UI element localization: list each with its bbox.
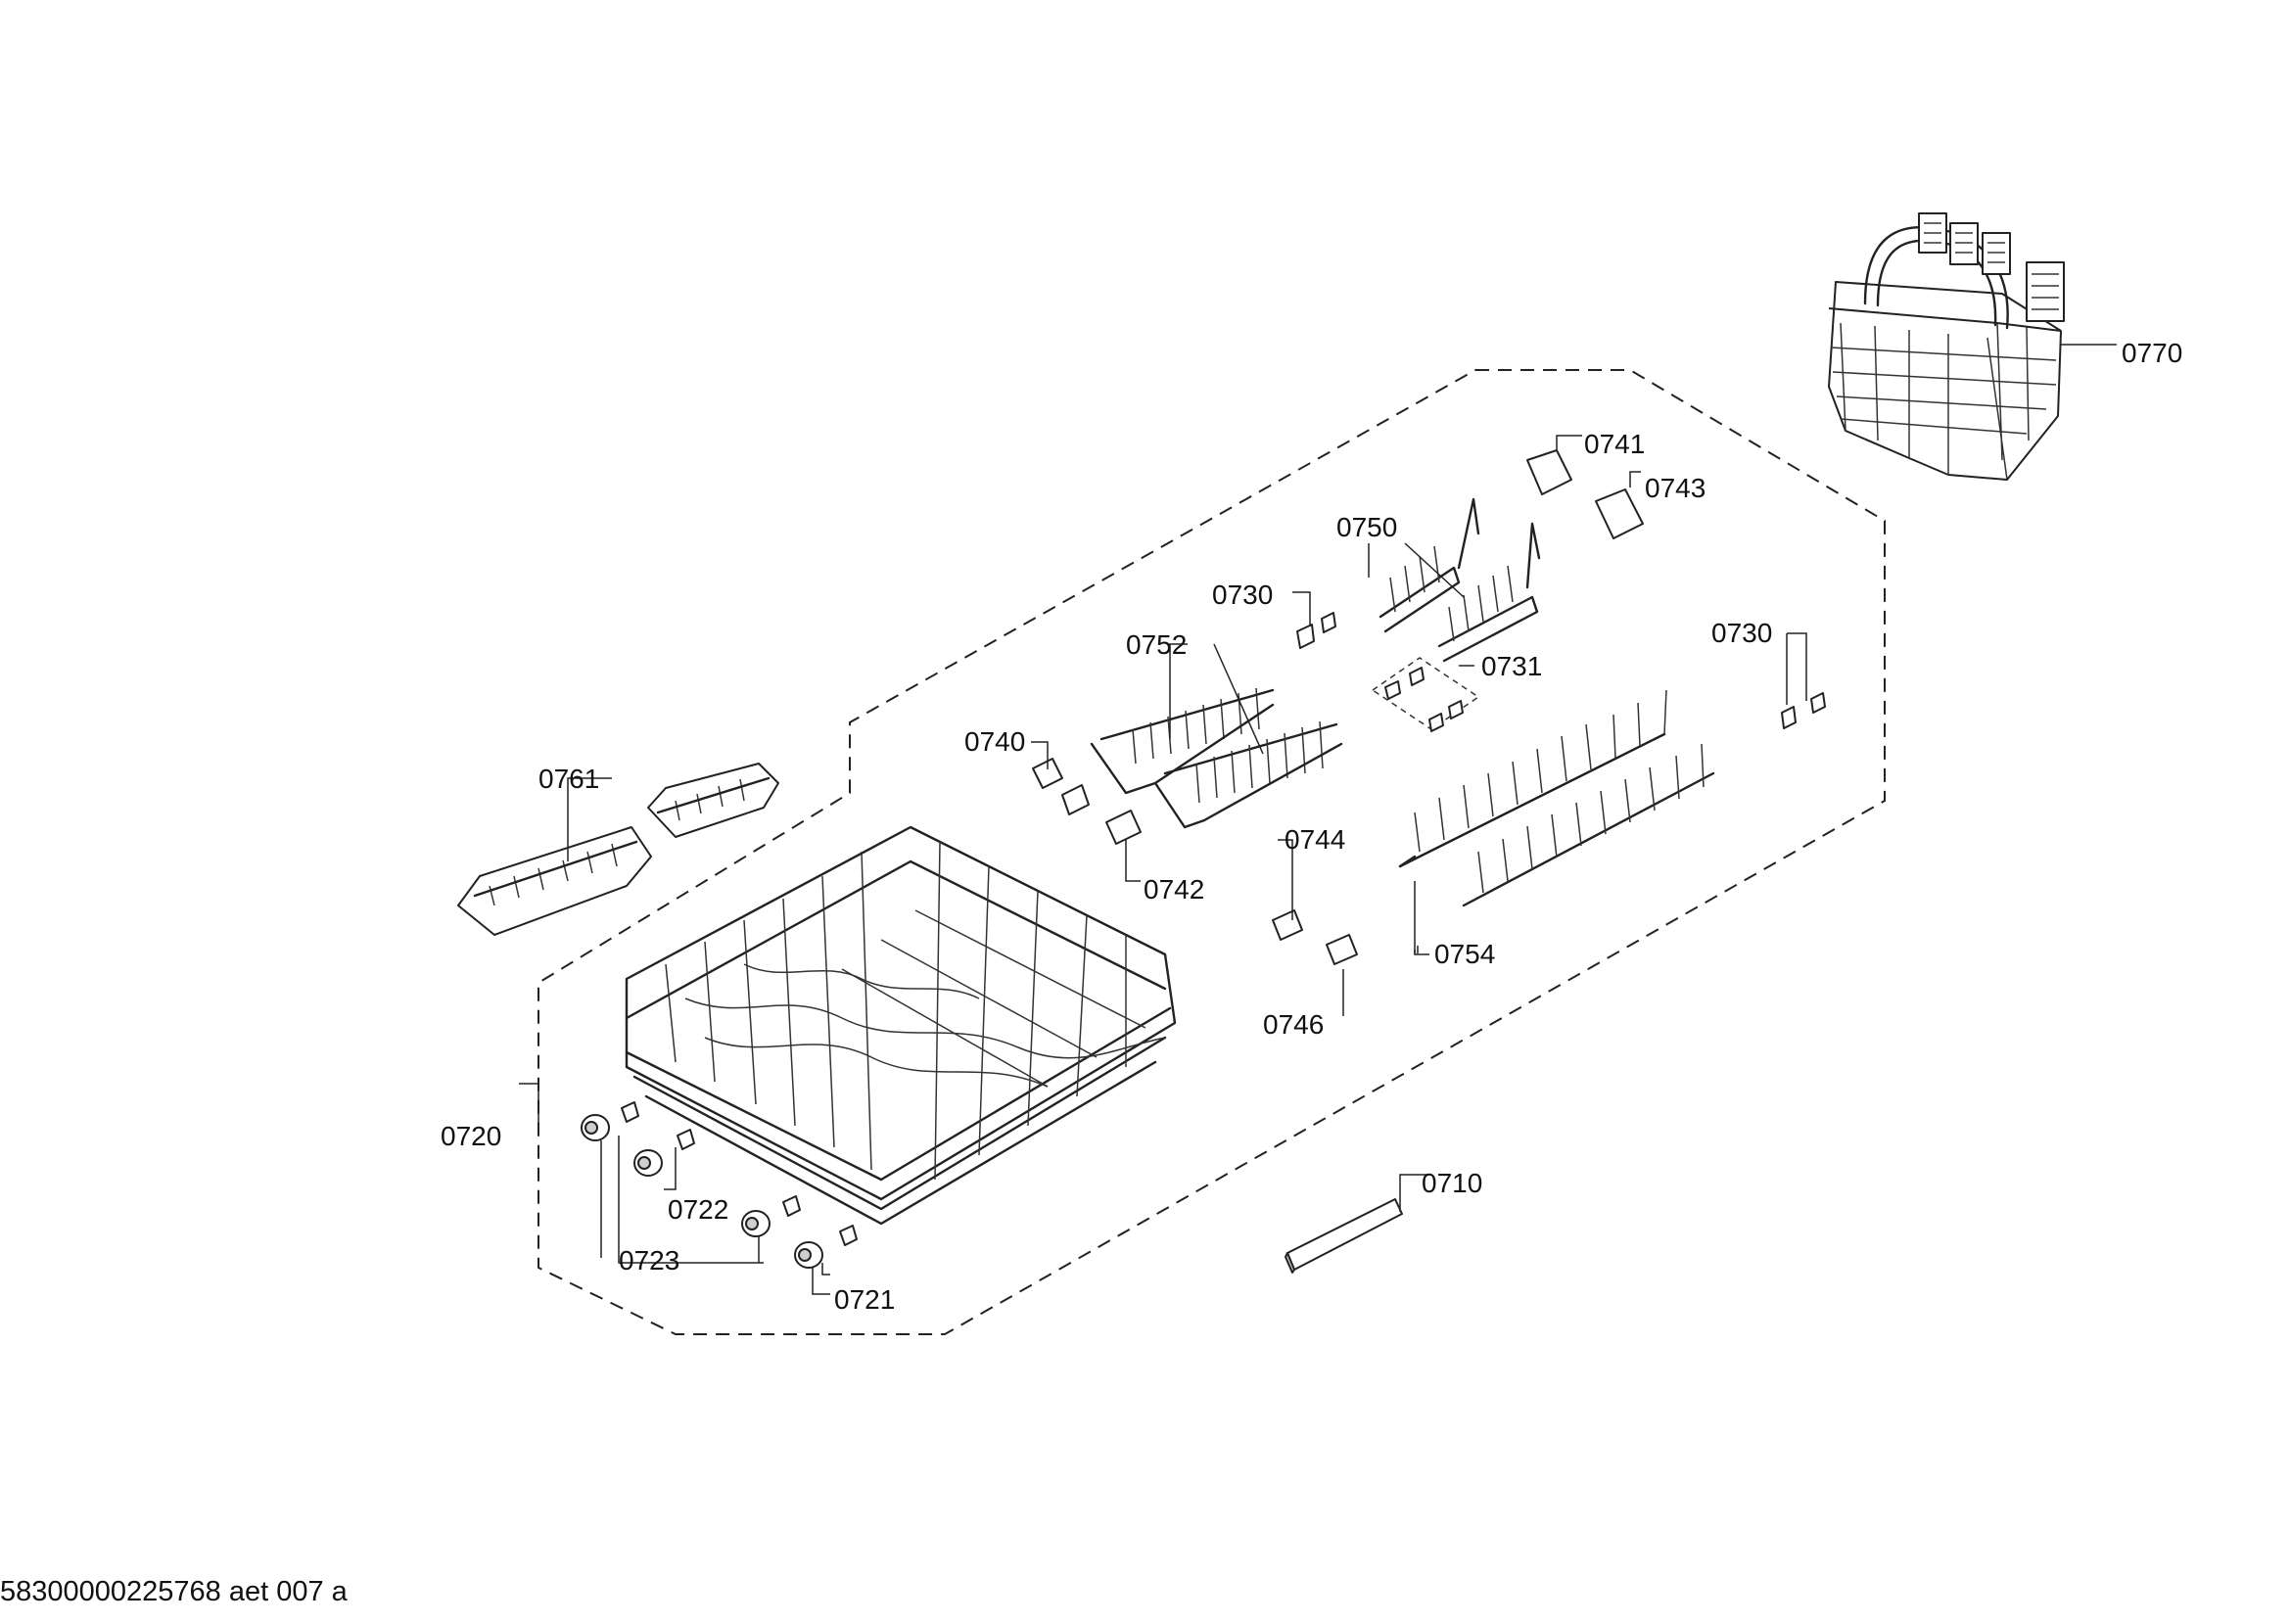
label-0741: 0741 (1584, 429, 1645, 459)
label-0710: 0710 (1422, 1168, 1482, 1198)
tine-row-0752 (1090, 687, 1343, 829)
label-0770: 0770 (2122, 338, 2182, 368)
label-0761: 0761 (538, 764, 599, 794)
label-0731: 0731 (1481, 651, 1542, 681)
leader-lines (519, 344, 2117, 1295)
strip-part-0710 (1285, 1198, 1403, 1274)
label-0722: 0722 (668, 1194, 728, 1225)
label-0720: 0720 (441, 1121, 501, 1151)
label-0730-right: 0730 (1711, 618, 1772, 648)
label-0746: 0746 (1263, 1009, 1324, 1040)
wheels-and-fittings (581, 1101, 858, 1269)
label-0754: 0754 (1434, 939, 1495, 969)
document-id: 58300000225768 aet 007 a (0, 1576, 348, 1607)
assembly-boundary (537, 369, 1886, 1335)
tine-row-0754 (1398, 689, 1715, 907)
clips-group (1032, 449, 1826, 965)
label-0743: 0743 (1645, 473, 1706, 503)
lower-basket-0720 (625, 825, 1177, 1226)
part-labels: 0770 0741 0743 0750 0730 0730 0752 0731 … (441, 338, 2182, 1315)
label-0721: 0721 (834, 1284, 895, 1315)
label-0752: 0752 (1126, 629, 1187, 660)
cutlery-basket-0770 (1828, 212, 2065, 481)
tine-row-0750 (1379, 497, 1541, 663)
holder-part-0761 (457, 763, 779, 936)
label-0750: 0750 (1336, 512, 1397, 542)
label-0730-upper: 0730 (1212, 580, 1273, 610)
label-0744: 0744 (1285, 824, 1345, 855)
label-0742: 0742 (1144, 874, 1204, 905)
label-0723: 0723 (619, 1245, 679, 1276)
label-0740: 0740 (964, 726, 1025, 757)
